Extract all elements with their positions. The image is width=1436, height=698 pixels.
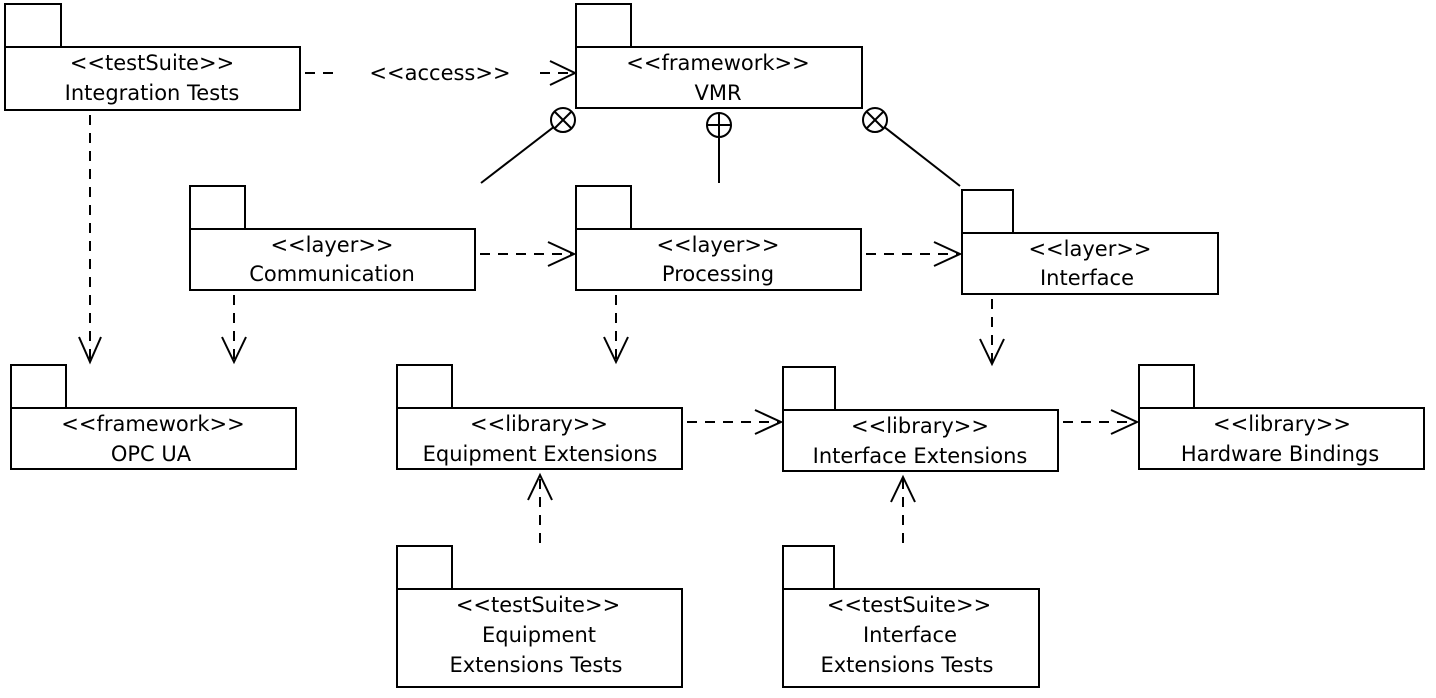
package-name: Communication — [249, 262, 415, 286]
package-stereotype: <<library>> — [470, 412, 608, 436]
package-integration-tests[interactable]: <<testSuite>> Integration Tests — [4, 3, 301, 111]
package-name: VMR — [694, 81, 741, 105]
arrowhead-icon — [78, 336, 102, 365]
arrowhead-icon — [890, 474, 916, 503]
dependency-equipment-tests-equipment-extensions — [527, 472, 553, 543]
package-stereotype: <<layer>> — [1028, 237, 1151, 261]
package-communication[interactable]: <<layer>> Communication — [189, 185, 476, 291]
package-hardware-bindings[interactable]: <<library>> Hardware Bindings — [1138, 364, 1425, 470]
package-interface[interactable]: <<layer>> Interface — [961, 189, 1219, 295]
arrowhead-icon — [1110, 409, 1140, 435]
package-interface-extensions[interactable]: <<library>> Interface Extensions — [782, 366, 1059, 472]
nesting-vmr-processing — [706, 112, 732, 183]
dependency-interface-interface-extensions — [979, 299, 1005, 367]
package-stereotype: <<framework>> — [61, 412, 244, 436]
nesting-vmr-interface — [862, 107, 961, 187]
package-vmr[interactable]: <<framework>> VMR — [575, 3, 863, 109]
arrowhead-icon — [933, 241, 963, 267]
package-name: Processing — [662, 262, 774, 286]
arrowhead-icon — [221, 336, 247, 365]
package-name-line2: Extensions Tests — [449, 653, 622, 677]
package-stereotype: <<testSuite>> — [456, 593, 620, 617]
package-name: Interface — [1040, 266, 1134, 290]
package-stereotype: <<layer>> — [270, 233, 393, 257]
package-equipment-extensions[interactable]: <<library>> Equipment Extensions — [396, 364, 683, 470]
package-stereotype: <<library>> — [851, 414, 989, 438]
package-name-line1: Equipment — [482, 623, 596, 647]
dependency-communication-processing — [480, 241, 577, 267]
dependency-communication-opc-ua — [221, 295, 247, 365]
arrowhead-icon — [603, 336, 629, 365]
arrowhead-icon — [527, 472, 553, 501]
package-name-line2: Extensions Tests — [820, 653, 993, 677]
dependency-equipment-interface-extensions — [687, 409, 784, 435]
dependency-interface-extensions-hardware — [1063, 409, 1140, 435]
access-dependency: <<access>> — [305, 60, 578, 86]
package-name: Integration Tests — [65, 81, 240, 105]
nesting-vmr-communication — [480, 107, 576, 184]
package-stereotype: <<layer>> — [656, 233, 779, 257]
dependency-interface-tests-interface-extensions — [890, 474, 916, 543]
package-stereotype: <<framework>> — [626, 51, 809, 75]
package-name: Interface Extensions — [813, 444, 1028, 468]
package-name: OPC UA — [111, 442, 192, 466]
package-opc-ua[interactable]: <<framework>> OPC UA — [10, 364, 297, 470]
package-stereotype: <<testSuite>> — [827, 593, 991, 617]
arrowhead-icon — [979, 338, 1005, 367]
dependency-processing-interface — [866, 241, 963, 267]
package-name-line1: Interface — [863, 623, 957, 647]
dependency-integration-tests-opc-ua — [78, 115, 102, 365]
package-equipment-extensions-tests[interactable]: <<testSuite>> Equipment Extensions Tests — [396, 545, 683, 688]
access-label: <<access>> — [369, 61, 510, 85]
arrowhead-icon — [754, 409, 784, 435]
package-name: Hardware Bindings — [1181, 442, 1379, 466]
arrowhead-icon — [549, 60, 578, 86]
package-stereotype: <<testSuite>> — [70, 51, 234, 75]
package-stereotype: <<library>> — [1213, 412, 1351, 436]
package-name: Equipment Extensions — [423, 442, 658, 466]
package-processing[interactable]: <<layer>> Processing — [575, 185, 862, 291]
package-interface-extensions-tests[interactable]: <<testSuite>> Interface Extensions Tests — [782, 545, 1040, 688]
arrowhead-icon — [547, 241, 577, 267]
dependency-processing-equipment-extensions — [603, 295, 629, 365]
